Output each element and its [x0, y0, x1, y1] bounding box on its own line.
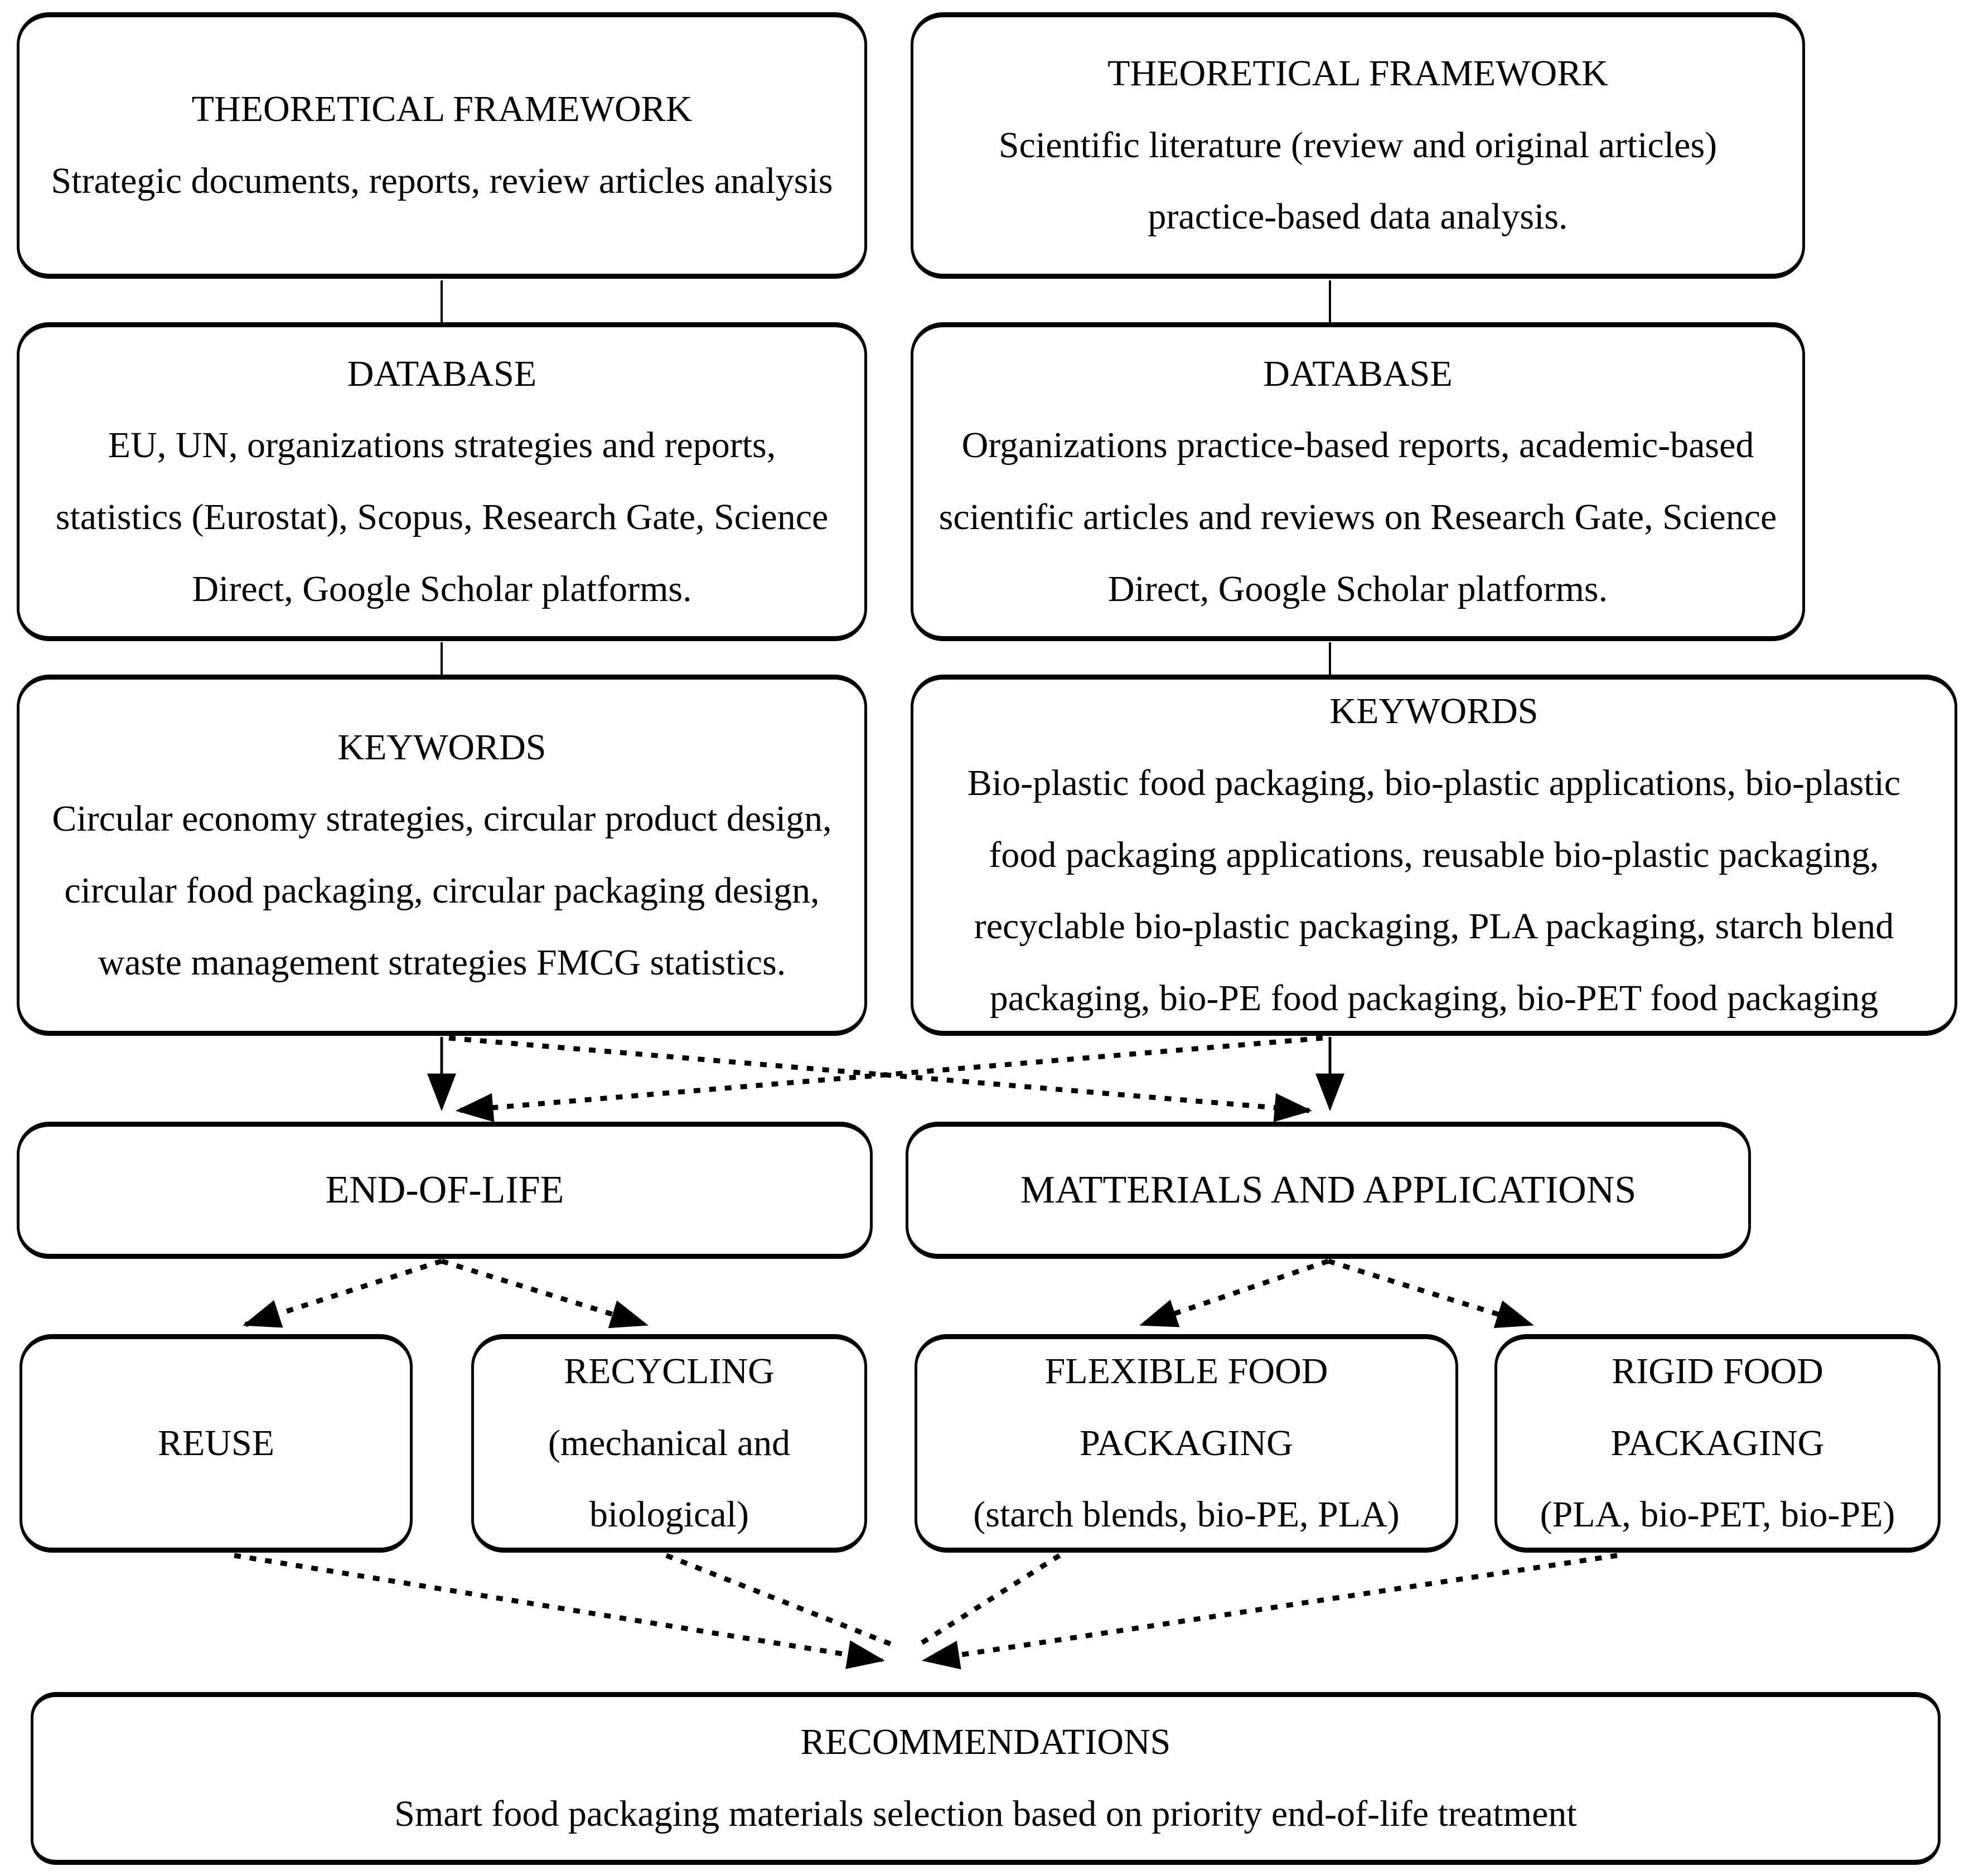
arrow-reuse-recommendations	[234, 1553, 886, 1669]
arrow-endoflife-reuse	[243, 1258, 443, 1328]
node-materials-and-applications: MATTERIALS AND APPLICATIONS	[906, 1122, 1751, 1259]
node-body: (PLA, bio-PET, bio-PE)	[1540, 1494, 1895, 1535]
node-body: Strategic documents, reports, review art…	[51, 161, 833, 201]
node-keywords-left: KEYWORDS Circular economy strategies, ci…	[17, 675, 867, 1036]
node-title: DATABASE	[1263, 353, 1453, 394]
arrow-materials-rigid	[1327, 1258, 1534, 1329]
node-title: KEYWORDS	[1329, 691, 1539, 732]
node-title: END-OF-LIFE	[325, 1168, 564, 1211]
node-body: Scientific literature (review and origin…	[998, 124, 1718, 237]
node-title: RECYCLING	[564, 1350, 775, 1392]
node-theoretical-framework-right: THEORETICAL FRAMEWORK Scientific literat…	[911, 12, 1805, 279]
arrow-kwleft-materials	[448, 1035, 1313, 1122]
node-title: REUSE	[157, 1422, 275, 1463]
node-database-left: DATABASE EU, UN, organizations strategie…	[17, 322, 867, 641]
arrow-flexible-recommendations	[917, 1553, 1061, 1647]
node-title: FLEXIBLE FOOD PACKAGING	[1044, 1350, 1328, 1463]
node-recommendations: RECOMMENDATIONS Smart food packaging mat…	[31, 1692, 1941, 1865]
arrow-rigid-recommendations	[921, 1553, 1618, 1670]
node-title: THEORETICAL FRAMEWORK	[191, 89, 693, 130]
node-body: EU, UN, organizations strategies and rep…	[55, 425, 829, 609]
node-title: KEYWORDS	[337, 726, 546, 768]
arrow-materials-flexible	[1139, 1258, 1329, 1327]
node-rigid-food-packaging: RIGID FOOD PACKAGING (PLA, bio-PET, bio-…	[1494, 1334, 1941, 1553]
node-end-of-life: END-OF-LIFE	[17, 1122, 873, 1259]
node-keywords-right: KEYWORDS Bio-plastic food packaging, bio…	[911, 675, 1957, 1036]
node-reuse: REUSE	[20, 1334, 413, 1553]
node-title: DATABASE	[347, 353, 537, 394]
node-title: MATTERIALS AND APPLICATIONS	[1020, 1168, 1637, 1211]
node-recycling: RECYCLING (mechanical and biological)	[471, 1334, 867, 1553]
node-database-right: DATABASE Organizations practice-based re…	[911, 322, 1805, 641]
arrow-endoflife-recycling	[441, 1258, 649, 1329]
arrow-kwright-endoflife	[455, 1035, 1323, 1122]
node-flexible-food-packaging: FLEXIBLE FOOD PACKAGING (starch blends, …	[915, 1334, 1458, 1553]
node-theoretical-framework-left: THEORETICAL FRAMEWORK Strategic document…	[17, 12, 867, 279]
node-body: (mechanical and biological)	[548, 1422, 791, 1535]
node-body: Organizations practice-based reports, ac…	[938, 425, 1777, 609]
node-title: THEORETICAL FRAMEWORK	[1107, 52, 1608, 94]
node-body: Bio-plastic food packaging, bio-plastic …	[967, 762, 1901, 1019]
node-title: RECOMMENDATIONS	[800, 1722, 1171, 1763]
node-body: (starch blends, bio-PE, PLA)	[973, 1494, 1400, 1535]
node-body: Circular economy strategies, circular pr…	[52, 798, 832, 983]
node-title: RIGID FOOD PACKAGING	[1610, 1350, 1825, 1463]
node-body: Smart food packaging materials selection…	[394, 1793, 1577, 1834]
